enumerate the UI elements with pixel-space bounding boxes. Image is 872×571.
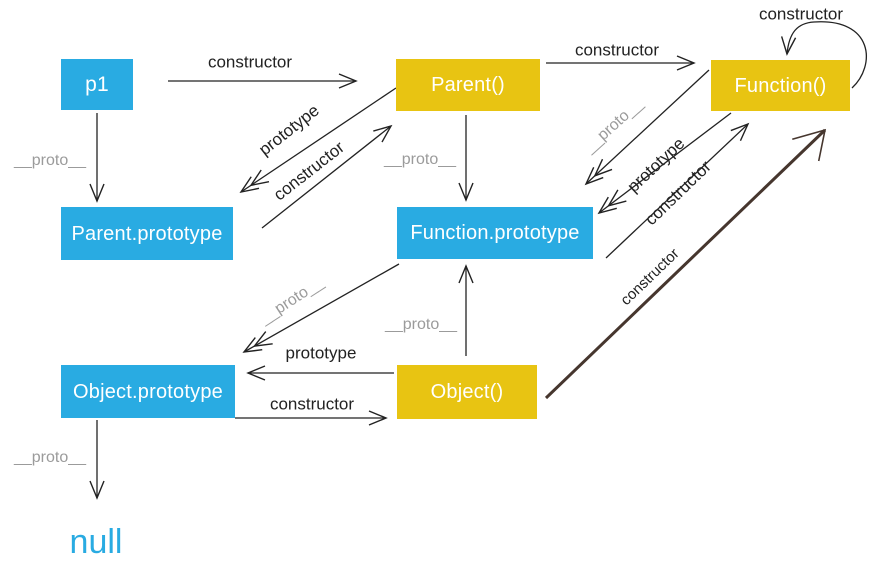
node-parent-constructor: Parent() xyxy=(396,59,540,111)
edge-label-parent-function-constructor: constructor xyxy=(574,40,660,60)
arrow-object-to-function-constructor xyxy=(544,128,827,400)
edge-label-function-self-constructor: constructor xyxy=(758,4,844,24)
node-null: null xyxy=(69,523,123,561)
edge-label-p1-parentprototype-proto: __proto__ xyxy=(13,152,87,169)
node-function-prototype: Function.prototype xyxy=(397,207,593,259)
arrow-function-self-constructor xyxy=(780,21,867,89)
node-object-prototype: Object.prototype xyxy=(61,365,235,418)
node-p1-label: p1 xyxy=(85,73,109,96)
arrow-function-prototype-to-function-constructor xyxy=(605,122,750,259)
edge-label-parent-functionprototype-proto: __proto__ xyxy=(383,151,457,168)
edge-label-object-functionprototype-proto: __proto__ xyxy=(384,316,458,333)
node-function-prototype-label: Function.prototype xyxy=(410,222,580,244)
node-object-constructor-label: Object() xyxy=(430,381,504,403)
node-object-prototype-label: Object.prototype xyxy=(73,380,223,403)
edge-label-object-objectprototype-prototype: prototype xyxy=(285,343,357,363)
arrow-parent-to-parent-prototype-prototype xyxy=(239,87,397,194)
node-parent-constructor-label: Parent() xyxy=(431,74,505,96)
arrow-function-prototype-to-object-prototype-proto xyxy=(242,263,400,353)
arrow-function-to-function-prototype-prototype xyxy=(597,112,732,215)
node-function-constructor: Function() xyxy=(711,60,850,111)
edge-label-objectprototype-object-constructor: constructor xyxy=(269,394,355,414)
node-function-constructor-label: Function() xyxy=(734,74,827,97)
arrow-function-to-function-prototype-proto xyxy=(584,69,710,186)
node-parent-prototype-label: Parent.prototype xyxy=(71,222,223,245)
node-object-constructor: Object() xyxy=(397,365,537,419)
arrow-parent-prototype-to-parent-constructor xyxy=(261,124,393,229)
node-p1: p1 xyxy=(61,59,133,110)
node-parent-prototype: Parent.prototype xyxy=(61,207,233,260)
edge-label-p1-parent-constructor: constructor xyxy=(207,52,293,72)
edge-label-objectprototype-null-proto: __proto__ xyxy=(13,449,87,466)
